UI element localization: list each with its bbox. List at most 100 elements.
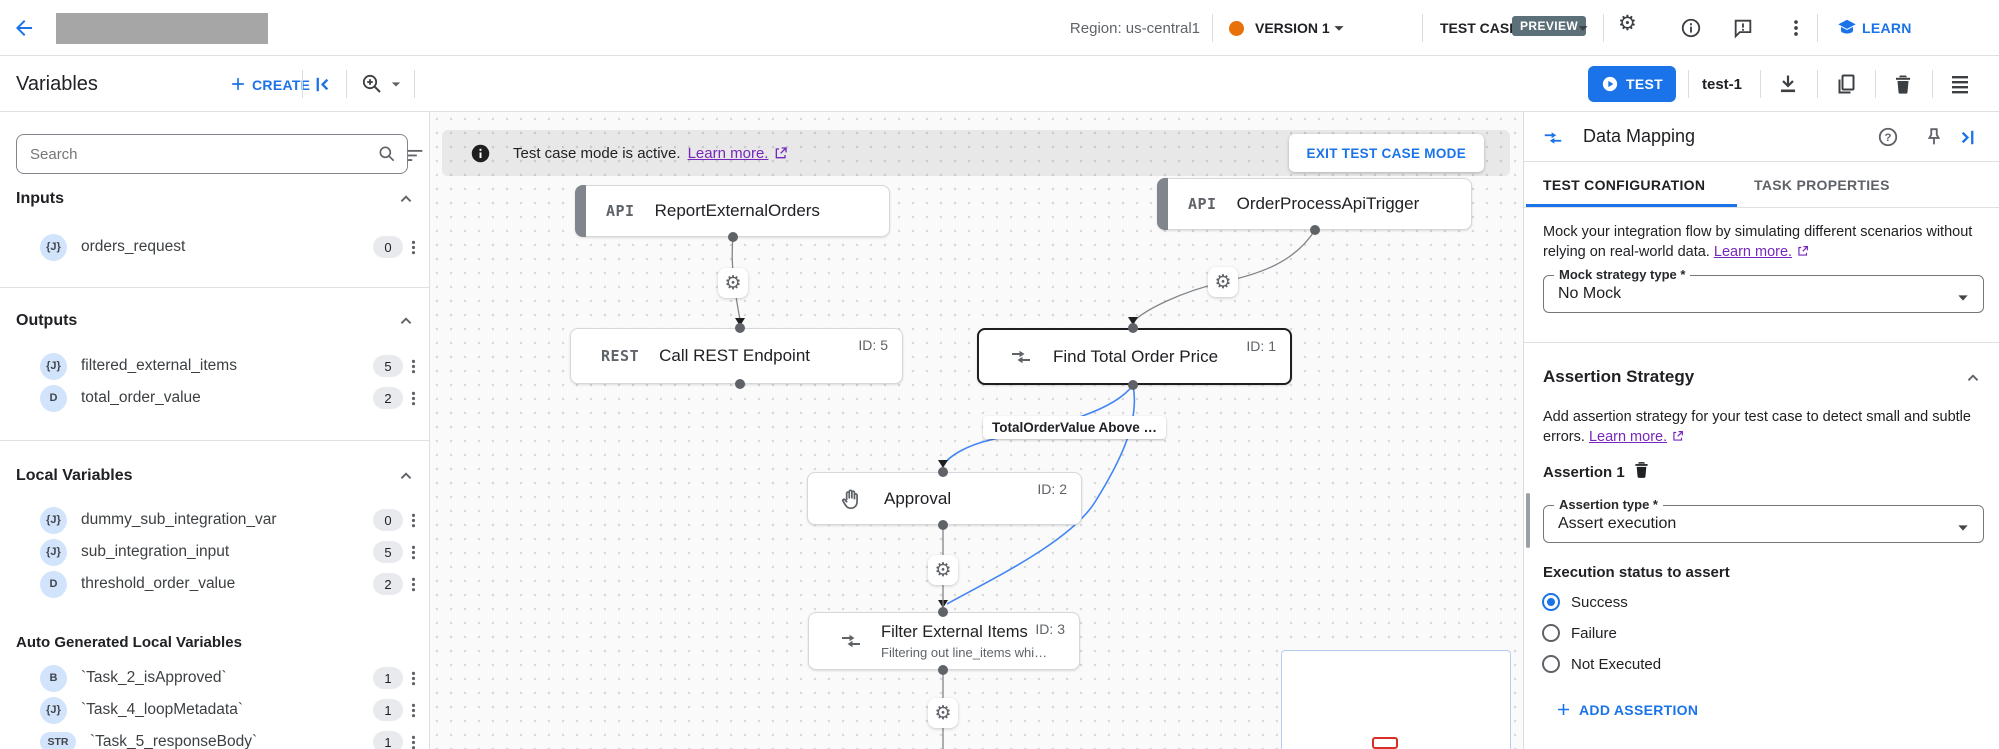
collapse-local-variables-icon[interactable] — [395, 465, 417, 487]
connector-dot[interactable] — [1128, 323, 1138, 333]
tab-test-configuration[interactable]: TEST CONFIGURATION — [1543, 177, 1706, 193]
variable-count-badge: 0 — [373, 236, 403, 258]
radio-not-executed[interactable] — [1542, 655, 1560, 673]
mock-learn-more-link[interactable]: Learn more. — [1713, 244, 1793, 260]
edge-settings-gear-icon[interactable]: ⚙ — [928, 555, 958, 585]
connector-dot[interactable] — [938, 520, 948, 530]
search-input[interactable] — [30, 145, 377, 163]
connector-dot[interactable] — [1128, 380, 1138, 390]
edge-settings-gear-icon[interactable]: ⚙ — [928, 698, 958, 728]
variable-row-total-order-value[interactable]: D total_order_value 2 — [0, 382, 429, 414]
add-assertion-button[interactable]: ADD ASSERTION — [1579, 702, 1699, 718]
download-icon[interactable] — [1776, 72, 1800, 96]
connector-dot[interactable] — [735, 323, 745, 333]
zoom-caret-icon[interactable] — [386, 74, 406, 94]
variable-kebab-icon[interactable] — [401, 698, 425, 722]
search-icon — [377, 144, 397, 164]
banner-learn-more-link[interactable]: Learn more. — [687, 144, 769, 162]
variable-kebab-icon[interactable] — [401, 386, 425, 410]
duplicate-icon[interactable] — [1834, 72, 1858, 96]
variable-row-task5-responsebody[interactable]: STR `Task_5_responseBody` 1 — [0, 726, 429, 749]
collapse-outputs-icon[interactable] — [395, 310, 417, 332]
edge-settings-gear-icon[interactable]: ⚙ — [718, 268, 748, 298]
exit-test-case-mode-button[interactable]: EXIT TEST CASE MODE — [1288, 134, 1484, 172]
variables-toolbar: Variables CREATE TEST test-1 — [0, 56, 1999, 112]
info-icon[interactable] — [1680, 17, 1702, 39]
settings-gear-icon[interactable]: ⚙ — [1618, 11, 1637, 35]
variable-kebab-icon[interactable] — [401, 354, 425, 378]
json-type-badge: {J} — [40, 538, 67, 566]
external-link-icon — [1796, 244, 1810, 258]
more-options-kebab-icon[interactable] — [1785, 17, 1807, 39]
top-app-bar: Region: us-central1 VERSION 1 TEST CASE … — [0, 0, 1999, 56]
version-selector[interactable]: VERSION 1 — [1255, 20, 1330, 36]
connector-dot[interactable] — [728, 232, 738, 242]
back-button[interactable] — [12, 16, 36, 40]
node-approval[interactable]: Approval ID: 2 — [807, 472, 1082, 525]
task-list-icon[interactable] — [1948, 72, 1972, 96]
edge-settings-gear-icon[interactable]: ⚙ — [1208, 267, 1238, 297]
variable-row-threshold-order-value[interactable]: D threshold_order_value 2 — [0, 568, 429, 600]
create-variable-button[interactable]: CREATE — [252, 77, 311, 93]
variable-kebab-icon[interactable] — [401, 666, 425, 690]
collapse-sidebar-icon[interactable] — [312, 73, 335, 96]
collapse-assertion-icon[interactable] — [1962, 367, 1984, 389]
zoom-icon[interactable] — [360, 72, 384, 96]
section-header-local-variables: Local Variables — [16, 467, 133, 484]
radio-success[interactable] — [1542, 593, 1560, 611]
delete-icon[interactable] — [1891, 72, 1915, 96]
group-outline-box[interactable] — [1281, 650, 1511, 749]
version-caret-icon[interactable] — [1328, 17, 1350, 39]
test-case-caret-icon[interactable] — [1572, 17, 1594, 39]
connector-dot[interactable] — [938, 665, 948, 675]
execution-status-label: Execution status to assert — [1543, 564, 1730, 581]
variable-kebab-icon[interactable] — [401, 540, 425, 564]
variable-row-sub-integration-input[interactable]: {J} sub_integration_input 5 — [0, 536, 429, 568]
node-report-external-orders[interactable]: API ReportExternalOrders — [575, 185, 890, 237]
tab-task-properties[interactable]: TASK PROPERTIES — [1754, 177, 1890, 193]
node-call-rest-endpoint[interactable]: REST Call REST Endpoint ID: 5 — [570, 328, 903, 384]
pin-panel-icon[interactable] — [1923, 126, 1945, 148]
variable-count-badge: 2 — [373, 387, 403, 409]
feedback-icon[interactable] — [1732, 17, 1754, 39]
variable-count-badge: 0 — [373, 509, 403, 531]
external-link-icon — [773, 145, 789, 161]
variable-row-task4-loopmetadata[interactable]: {J} `Task_4_loopMetadata` 1 — [0, 694, 429, 726]
node-filter-external-items[interactable]: Filter External Items Filtering out line… — [808, 612, 1080, 670]
variable-count-badge: 1 — [373, 667, 403, 689]
delete-assertion-icon[interactable] — [1631, 459, 1652, 480]
variable-kebab-icon[interactable] — [401, 730, 425, 749]
variable-row-filtered-external-items[interactable]: {J} filtered_external_items 5 — [0, 350, 429, 382]
panel-scrollbar-thumb[interactable] — [1526, 493, 1530, 548]
search-box[interactable] — [16, 134, 408, 174]
variable-row-orders-request[interactable]: {J} orders_request 0 — [0, 231, 429, 263]
run-test-button[interactable]: TEST — [1588, 66, 1676, 102]
collapse-inputs-icon[interactable] — [395, 188, 417, 210]
panel-title: Data Mapping — [1583, 126, 1696, 146]
sort-filter-icon[interactable] — [404, 144, 426, 166]
variable-count-badge: 5 — [373, 541, 403, 563]
connector-dot[interactable] — [938, 607, 948, 617]
variable-kebab-icon[interactable] — [401, 572, 425, 596]
collapse-panel-icon[interactable] — [1955, 126, 1978, 149]
node-order-process-api-trigger[interactable]: API OrderProcessApiTrigger — [1157, 178, 1472, 230]
assertion-type-select[interactable]: Assertion type * Assert execution — [1543, 497, 1984, 543]
node-find-total-order-price[interactable]: Find Total Order Price ID: 1 — [977, 328, 1292, 385]
connector-dot[interactable] — [735, 379, 745, 389]
help-icon[interactable] — [1877, 126, 1899, 148]
mock-strategy-select[interactable]: Mock strategy type * No Mock — [1543, 267, 1984, 313]
assertion-learn-more-link[interactable]: Learn more. — [1588, 429, 1668, 445]
variable-row-dummy-sub-integration-var[interactable]: {J} dummy_sub_integration_var 0 — [0, 504, 429, 536]
boolean-type-badge: B — [40, 664, 67, 692]
connector-dot[interactable] — [1310, 225, 1320, 235]
flow-canvas[interactable]: Test case mode is active. Learn more. EX… — [430, 112, 1523, 749]
error-node-peek[interactable] — [1372, 737, 1398, 749]
variable-kebab-icon[interactable] — [401, 508, 425, 532]
edge-condition-label[interactable]: TotalOrderValue Above … — [983, 416, 1167, 439]
radio-failure[interactable] — [1542, 624, 1560, 642]
learn-button[interactable]: LEARN — [1862, 20, 1912, 36]
variable-kebab-icon[interactable] — [401, 235, 425, 259]
variable-row-task2-isapproved[interactable]: B `Task_2_isApproved` 1 — [0, 662, 429, 694]
variable-count-badge: 2 — [373, 573, 403, 595]
connector-dot[interactable] — [938, 467, 948, 477]
